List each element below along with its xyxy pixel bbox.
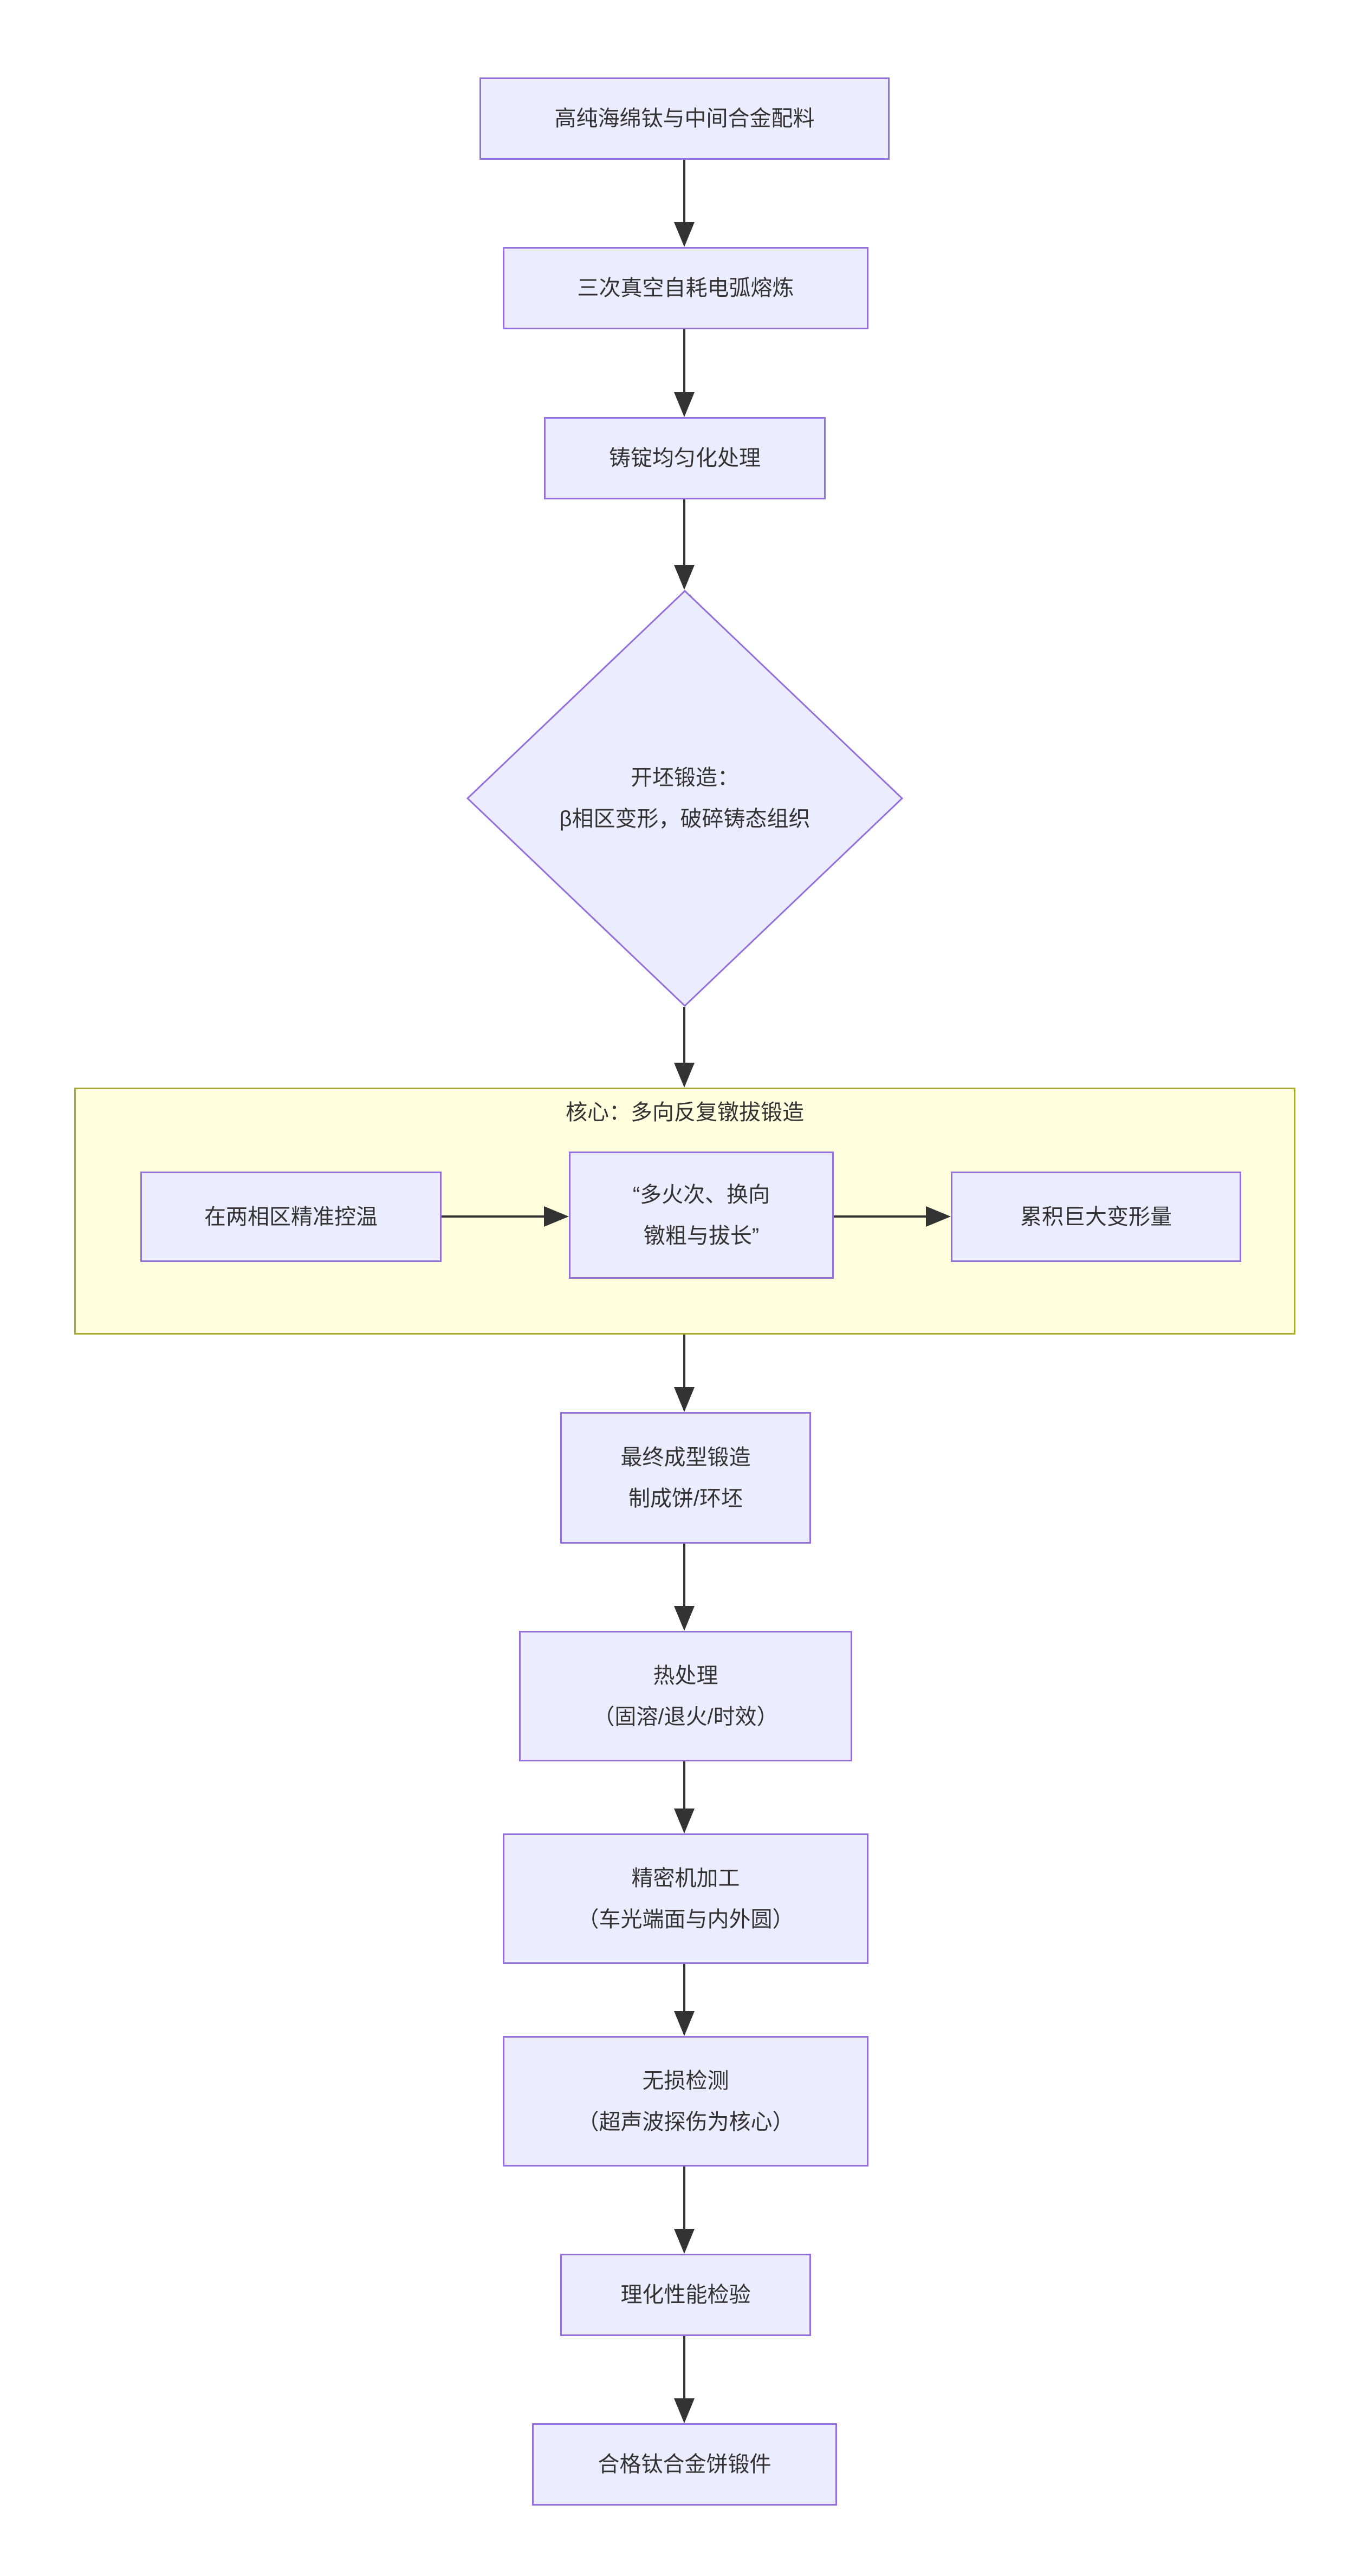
node-ingot-homogenization: 铸锭均匀化处理 [544,417,826,499]
node-temperature-control: 在两相区精准控温 [140,1172,442,1262]
arrowhead-down-icon [674,2229,695,2254]
node-precision-machining: 精密机加工 （车光端面与内外圆） [503,1833,868,1964]
node-vacuum-arc-melting: 三次真空自耗电弧熔炼 [503,247,868,329]
edge-line [683,329,685,395]
edge-line [683,2167,685,2232]
arrowhead-down-icon [674,1387,695,1412]
node-ndt-inspection: 无损检测 （超声波探伤为核心） [503,2036,868,2167]
arrowhead-down-icon [674,2011,695,2036]
node-final-forging: 最终成型锻造 制成饼/环坯 [560,1412,811,1544]
diamond-cogging-shape [466,590,903,1007]
edge-line [683,1761,685,1812]
arrowhead-right-icon [926,1206,951,1227]
edge-line [683,2336,685,2402]
arrowhead-down-icon [674,222,695,247]
node-qualified-forging: 合格钛合金饼锻件 [532,2423,837,2506]
arrowhead-down-icon [674,1606,695,1631]
node-cogging-forging: 开坯锻造： β相区变形，破碎铸态组织 [559,766,811,831]
arrowhead-down-icon [674,565,695,590]
arrowhead-right-icon [544,1206,569,1227]
arrowhead-down-icon [674,1809,695,1833]
edge-line [442,1215,547,1218]
node-accumulated-deformation: 累积巨大变形量 [951,1172,1241,1262]
arrowhead-down-icon [674,1063,695,1088]
edge-line [683,499,685,568]
arrowhead-down-icon [674,392,695,417]
edge-line [683,1335,685,1390]
node-raw-material: 高纯海绵钛与中间合金配料 [479,77,890,160]
node-property-inspection: 理化性能检验 [560,2254,811,2336]
edge-line [683,1007,685,1066]
edge-line [683,1544,685,1609]
node-heat-treatment: 热处理 （固溶/退火/时效） [519,1631,852,1761]
node-upsetting-drawing: “多火次、换向 镦粗与拔长” [569,1152,834,1279]
edge-line [683,160,685,225]
edge-line [834,1215,929,1218]
subgraph-title: 核心：多向反复镦拔锻造 [566,1101,804,1124]
edge-line [683,1964,685,2014]
arrowhead-down-icon [674,2398,695,2423]
